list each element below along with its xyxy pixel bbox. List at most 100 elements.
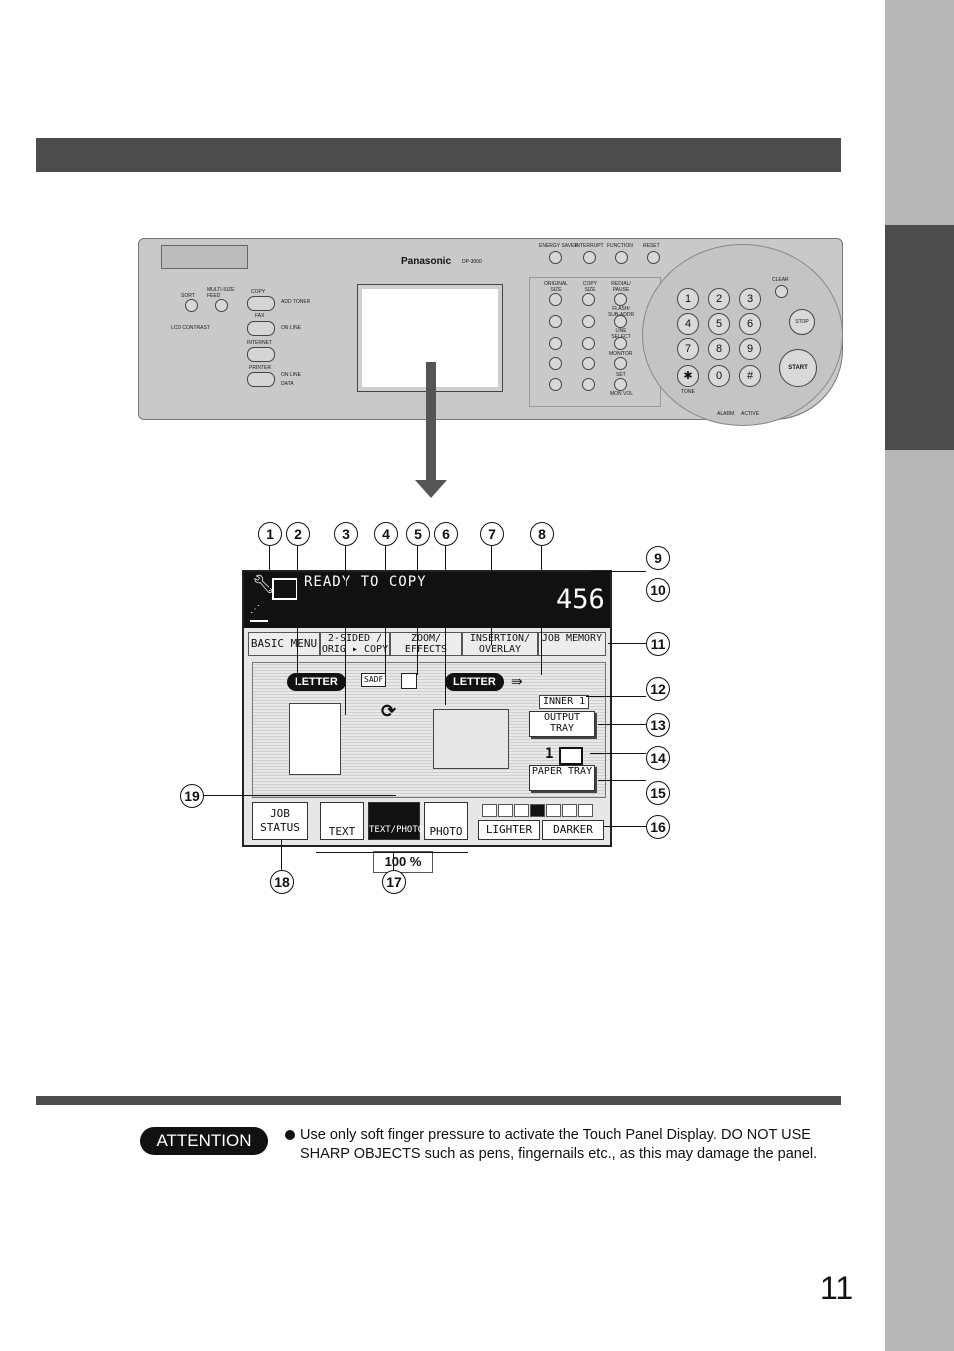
job-status-button[interactable]: JOB STATUS xyxy=(252,802,308,840)
reset-button[interactable] xyxy=(647,251,660,264)
inner-tray-indicator: INNER 1 xyxy=(539,695,590,709)
key-2[interactable]: 2 xyxy=(708,288,730,310)
arrow-shaft xyxy=(426,362,436,482)
multi-size-label: MULTI-SIZE FEED xyxy=(207,287,235,299)
line-select-button[interactable] xyxy=(614,337,627,350)
leader-line xyxy=(417,545,418,675)
tab-basic-menu[interactable]: BASIC MENU xyxy=(248,632,320,656)
page-number: 11 xyxy=(820,1270,854,1306)
callout-19: 19 xyxy=(180,784,204,808)
output-tray-button[interactable]: OUTPUT TRAY xyxy=(529,711,595,737)
original-size-button[interactable] xyxy=(549,293,562,306)
callout-11: 11 xyxy=(646,632,670,656)
set-button[interactable] xyxy=(614,378,627,391)
sadf-indicator: SADF xyxy=(361,673,387,687)
leader-line xyxy=(204,795,396,796)
internet-mode-label: INTERNET xyxy=(247,340,272,346)
callout-14: 14 xyxy=(646,746,670,770)
callout-16: 16 xyxy=(646,815,670,839)
mode-text-button[interactable]: TEXT xyxy=(320,802,364,840)
interrupt-label: INTERRUPT xyxy=(575,243,604,249)
leader-line xyxy=(491,545,492,645)
redial-button[interactable] xyxy=(614,293,627,306)
status-message: READY TO COPY xyxy=(304,574,427,590)
multi-size-button[interactable] xyxy=(215,299,228,312)
callout-4: 4 xyxy=(374,522,398,546)
leader-line xyxy=(541,545,542,675)
printer-data-led: DATA xyxy=(281,381,294,387)
mode-text-photo-button[interactable]: TEXT/PHOTO xyxy=(368,802,423,840)
numeric-keypad xyxy=(642,244,843,426)
leader-line xyxy=(316,852,468,853)
key-4[interactable]: 4 xyxy=(677,313,699,335)
key-star[interactable]: ✱ xyxy=(677,365,699,387)
tab-zoom-effects[interactable]: ZOOM/ EFFECTS xyxy=(390,632,462,656)
sort-button[interactable] xyxy=(185,299,198,312)
paper-tray-button[interactable]: PAPER TRAY xyxy=(529,765,595,791)
lcd-contrast-label: LCD CONTRAST xyxy=(171,325,210,331)
key-5[interactable]: 5 xyxy=(708,313,730,335)
start-button[interactable]: START xyxy=(779,349,817,387)
leader-line xyxy=(598,724,646,725)
monitor-button[interactable] xyxy=(614,357,627,370)
one-touch-2-button[interactable] xyxy=(582,315,595,328)
memory-icon xyxy=(272,578,298,600)
energy-saver-button[interactable] xyxy=(549,251,562,264)
tab-2-sided[interactable]: 2-SIDED / ORIG ▸ COPY xyxy=(320,632,390,656)
printer-mode-button[interactable] xyxy=(247,372,275,387)
key-1[interactable]: 1 xyxy=(677,288,699,310)
function-button[interactable] xyxy=(615,251,628,264)
one-touch-6-button[interactable] xyxy=(582,357,595,370)
leader-line xyxy=(297,545,298,685)
internet-mode-button[interactable] xyxy=(247,347,275,362)
function-label: FUNCTION xyxy=(607,243,633,249)
key-0[interactable]: 0 xyxy=(708,365,730,387)
one-touch-1-button[interactable] xyxy=(549,315,562,328)
stop-button[interactable]: STOP xyxy=(789,309,815,335)
leader-line xyxy=(586,696,646,697)
darker-button[interactable]: DARKER xyxy=(542,820,604,840)
callout-9: 9 xyxy=(646,546,670,570)
bullet-icon xyxy=(285,1130,295,1140)
copy-size-button[interactable] xyxy=(582,293,595,306)
leader-line xyxy=(385,545,386,675)
callout-3: 3 xyxy=(334,522,358,546)
model-label: DP-3000 xyxy=(462,259,482,265)
document-icon xyxy=(401,673,417,689)
key-hash[interactable]: # xyxy=(739,365,761,387)
key-7[interactable]: 7 xyxy=(677,338,699,360)
brand-logo: Panasonic xyxy=(401,256,452,267)
zoom-ratio[interactable]: 100 % xyxy=(373,851,433,873)
interrupt-button[interactable] xyxy=(583,251,596,264)
leader-line xyxy=(269,545,270,590)
key-3[interactable]: 3 xyxy=(739,288,761,310)
tab-insertion-overlay[interactable]: INSERTION/ OVERLAY xyxy=(462,632,538,656)
footer-bar xyxy=(36,1096,841,1105)
flash-button[interactable] xyxy=(614,315,627,328)
leader-line xyxy=(393,852,394,870)
copy-mode-button[interactable] xyxy=(247,296,275,311)
callout-6: 6 xyxy=(434,522,458,546)
lighter-button[interactable]: LIGHTER xyxy=(478,820,540,840)
one-touch-3-button[interactable] xyxy=(549,337,562,350)
bottom-controls: JOB STATUS TEXT TEXT/PHOTO PHOTO LIGHTER… xyxy=(244,800,610,844)
key-9[interactable]: 9 xyxy=(739,338,761,360)
callout-17: 17 xyxy=(382,870,406,894)
touch-panel-display: 🔧︎ ⋰ READY TO COPY 456 BASIC MENU 2-SIDE… xyxy=(242,570,612,873)
one-touch-8-button[interactable] xyxy=(582,378,595,391)
sidebar-tab xyxy=(885,225,954,450)
callout-15: 15 xyxy=(646,781,670,805)
one-touch-7-button[interactable] xyxy=(549,378,562,391)
one-touch-4-button[interactable] xyxy=(582,337,595,350)
fax-mode-button[interactable] xyxy=(247,321,275,336)
key-8[interactable]: 8 xyxy=(708,338,730,360)
key-6[interactable]: 6 xyxy=(739,313,761,335)
tab-job-memory[interactable]: JOB MEMORY xyxy=(538,632,606,656)
mode-photo-button[interactable]: PHOTO xyxy=(424,802,468,840)
clear-button[interactable] xyxy=(775,285,788,298)
original-size-label: ORIGINAL SIZE xyxy=(544,281,568,293)
one-touch-5-button[interactable] xyxy=(549,357,562,370)
monitor-label: MONITOR xyxy=(609,351,633,357)
copy-settings-area: LETTER SADF LETTER ⇛ ⟳ 100 % INNER 1 OUT… xyxy=(252,662,606,873)
rotate-icon: ⟳ xyxy=(381,701,397,721)
